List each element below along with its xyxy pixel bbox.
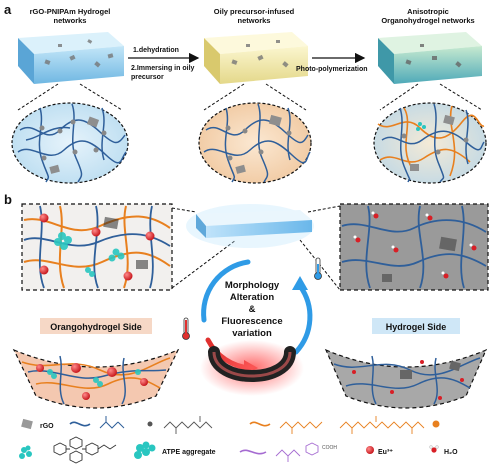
cycle-text-line2: Alteration — [230, 292, 275, 303]
thermometer-icon — [314, 257, 322, 280]
svg-text:Hydrogel Side: Hydrogel Side — [386, 322, 447, 332]
legend-network-orange — [249, 421, 323, 434]
legend-crosslinker — [147, 416, 213, 434]
cycle-arrowhead-blue — [292, 276, 308, 290]
legend-atpe-molecule — [19, 436, 117, 464]
hydrogel-fan — [324, 348, 488, 409]
panel-b-label: b — [4, 192, 12, 207]
legend-water: H₂O — [429, 445, 458, 456]
svg-text:rGO: rGO — [40, 423, 54, 430]
cycle-text-line3: & — [249, 304, 256, 315]
cycle-text-line5: variation — [232, 328, 272, 339]
legend-orange-monomer — [339, 416, 425, 434]
atpe-cluster — [54, 232, 125, 277]
legend-network-blue — [69, 416, 125, 429]
water-molecules — [353, 211, 477, 279]
svg-text:ATPE aggregate: ATPE aggregate — [162, 449, 216, 456]
zoom-circle-oily — [198, 102, 312, 184]
step3-label: Photo-polymerization — [296, 66, 368, 73]
stage1-title-line1: rGO-PNIPAm Hydrogel — [30, 7, 111, 16]
cycle-text-line1: Morphology — [225, 280, 280, 291]
panel-a-label: a — [4, 2, 12, 17]
cycle-text-line4: Fluorescence — [221, 316, 282, 327]
stage3-title-line1: Anisotropic — [407, 7, 449, 16]
hydrogel-zoom-box — [339, 203, 489, 291]
stage3-title-line2: Organohydrogel networks — [381, 16, 474, 25]
zoom-lines-3 — [379, 83, 483, 111]
svg-text:COOH: COOH — [322, 445, 337, 451]
legend: rGO — [19, 416, 458, 464]
legend-atpe-aggregate: ATPE aggregate — [134, 441, 216, 459]
zoom-lines-2 — [203, 83, 307, 111]
zoom-lines-1 — [17, 83, 123, 111]
legend-eu — [432, 420, 440, 428]
oily-block — [204, 32, 308, 84]
thermometer-hot-icon — [182, 317, 190, 340]
svg-text:Orangohydrogel Side: Orangohydrogel Side — [50, 322, 142, 332]
zoom-circle-organohydrogel — [373, 102, 487, 184]
stage2-title-line1: Oily precursor-infused — [214, 7, 295, 16]
step2-label-line2: precursor — [131, 74, 164, 81]
stage1-title-line2: networks — [54, 16, 87, 25]
hydrogel-side-label: Hydrogel Side — [372, 318, 460, 334]
step1-label: 1.dehydration — [133, 47, 179, 54]
svg-text:Eu³⁺: Eu³⁺ — [378, 449, 393, 456]
orangohydrogel-side-label: Orangohydrogel Side — [40, 318, 152, 334]
organohydrogel-block — [378, 32, 482, 84]
zoom-circle-hydrogel — [11, 102, 129, 184]
legend-rgo: rGO — [21, 418, 54, 430]
orangohydrogel-fan — [12, 348, 180, 409]
svg-text:H₂O: H₂O — [444, 449, 458, 456]
organohydrogel-zoom-box — [21, 203, 173, 291]
legend-network-purple: COOH — [239, 442, 337, 462]
bent-actuator — [200, 340, 304, 396]
hydrogel-strip — [186, 204, 314, 248]
stage2-title-line2: networks — [238, 16, 271, 25]
legend-eu-ion: Eu³⁺ — [366, 446, 393, 456]
step2-label-line1: 2.Immersing in oily — [131, 65, 195, 72]
hydrogel-block — [18, 32, 124, 84]
